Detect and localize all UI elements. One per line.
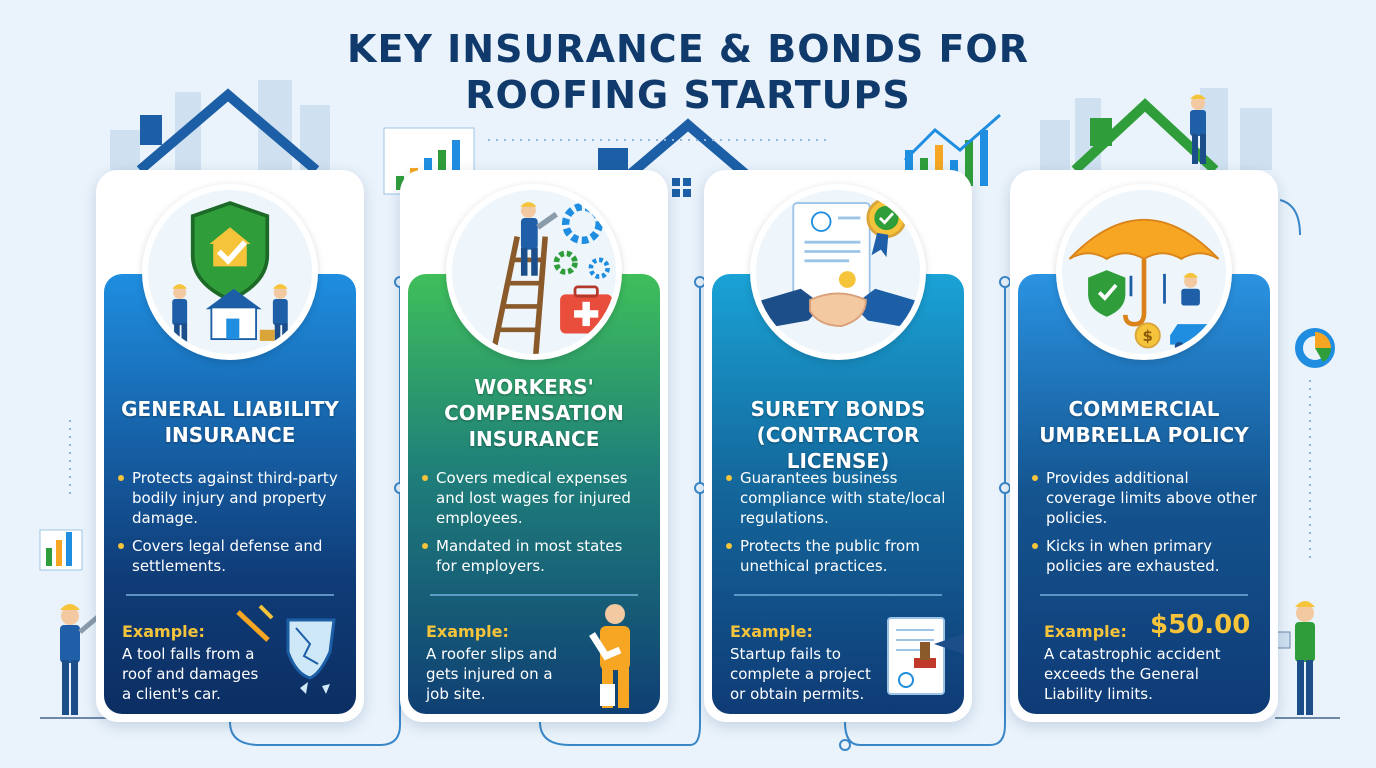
card-title: SURETY BONDS (CONTRACTOR LICENSE): [704, 396, 972, 474]
divider: [126, 594, 334, 596]
bullet-line: Covers legal defense and: [132, 537, 323, 555]
bullet-item: Covers medical expenses and lost wages f…: [422, 468, 654, 528]
page-title: KEY INSURANCE & BONDS FOR ROOFING STARTU…: [0, 26, 1376, 118]
example-line: Liability limits.: [1044, 685, 1153, 703]
example-text: Startup fails to complete a project or o…: [730, 644, 890, 704]
svg-text:$: $: [1143, 327, 1153, 345]
card-title-line-1: COMMERCIAL: [1068, 397, 1220, 421]
card-title-line-1: WORKERS': [474, 375, 594, 399]
handshake-certificate-icon: [750, 184, 926, 360]
card-title-line-2: COMPENSATION: [444, 401, 624, 425]
bullet-line: Protects the public from: [740, 537, 920, 555]
card-title-line-2: UMBRELLA POLICY: [1039, 423, 1249, 447]
card-surety-bonds: SURETY BONDS (CONTRACTOR LICENSE) Guaran…: [704, 170, 972, 722]
card-title-line-3: INSURANCE: [468, 427, 600, 451]
example-line: roof and damages: [122, 665, 259, 683]
bullet-list: Guarantees business compliance with stat…: [726, 468, 958, 584]
bullet-item: Kicks in when primary policies are exhau…: [1032, 536, 1264, 576]
title-line-1: KEY INSURANCE & BONDS FOR: [347, 27, 1029, 71]
bullet-line: unethical practices.: [740, 557, 888, 575]
card-commercial-umbrella: $ COMMERCIAL UMBRELLA POLICY Provides ad…: [1010, 170, 1278, 722]
card-title: GENERAL LIABILITY INSURANCE: [96, 396, 364, 448]
bullet-item: Provides additional coverage limits abov…: [1032, 468, 1264, 528]
divider: [734, 594, 942, 596]
example-line: A roofer slips and: [426, 645, 558, 663]
card-title-line-2: INSURANCE: [164, 423, 296, 447]
worker-ladder-icon: [446, 184, 622, 360]
card-title: COMMERCIAL UMBRELLA POLICY: [1010, 396, 1278, 448]
card-title-line-1: SURETY BONDS: [750, 397, 926, 421]
bullet-line: settlements.: [132, 557, 227, 575]
example-line: or obtain permits.: [730, 685, 865, 703]
example-label: Example:: [122, 622, 205, 641]
example-label: Example:: [730, 622, 813, 641]
title-line-2: ROOFING STARTUPS: [465, 73, 911, 117]
bullet-line: Protects against third-party: [132, 469, 338, 487]
bullet-line: regulations.: [740, 509, 829, 527]
bullet-line: damage.: [132, 509, 199, 527]
bullet-item: Guarantees business compliance with stat…: [726, 468, 958, 528]
divider: [430, 594, 638, 596]
shield-house-icon: [142, 184, 318, 360]
bullet-line: Mandated in most states: [436, 537, 623, 555]
card-title-line-2: (CONTRACTOR LICENSE): [756, 423, 920, 473]
card-general-liability: GENERAL LIABILITY INSURANCE Protects aga…: [96, 170, 364, 722]
card-title: WORKERS' COMPENSATION INSURANCE: [400, 374, 668, 452]
bullet-line: Kicks in when primary: [1046, 537, 1212, 555]
injured-worker-icon: [589, 604, 630, 708]
example-label: Example:: [1044, 622, 1127, 641]
example-line: A tool falls from a: [122, 645, 255, 663]
bullet-item: Protects against third-party bodily inju…: [118, 468, 350, 528]
example-line: Startup fails to: [730, 645, 841, 663]
bullet-line: policies.: [1046, 509, 1108, 527]
bullet-line: bodily injury and property: [132, 489, 327, 507]
bullet-item: Mandated in most states for employers.: [422, 536, 654, 576]
bullet-list: Provides additional coverage limits abov…: [1032, 468, 1264, 584]
example-line: A catastrophic accident: [1044, 645, 1221, 663]
example-text: A tool falls from a roof and damages a c…: [122, 644, 272, 704]
bullet-line: employees.: [436, 509, 523, 527]
bullet-item: Covers legal defense and settlements.: [118, 536, 350, 576]
bullet-list: Covers medical expenses and lost wages f…: [422, 468, 654, 584]
card-workers-compensation: WORKERS' COMPENSATION INSURANCE Covers m…: [400, 170, 668, 722]
example-line: gets injured on a: [426, 665, 553, 683]
bullet-item: Protects the public from unethical pract…: [726, 536, 958, 576]
example-amount: $50.00: [1150, 610, 1251, 640]
bullet-line: Provides additional: [1046, 469, 1189, 487]
card-title-line-1: GENERAL LIABILITY: [121, 397, 339, 421]
permit-stamp-icon: [887, 617, 964, 695]
bullet-line: Guarantees business: [740, 469, 898, 487]
example-label: Example:: [426, 622, 509, 641]
bullet-line: policies are exhausted.: [1046, 557, 1220, 575]
bullet-line: coverage limits above other: [1046, 489, 1257, 507]
example-line: job site.: [426, 685, 486, 703]
example-line: a client's car.: [122, 685, 221, 703]
bullet-line: Covers medical expenses: [436, 469, 628, 487]
example-line: exceeds the General: [1044, 665, 1199, 683]
example-text: A roofer slips and gets injured on a job…: [426, 644, 576, 704]
divider: [1040, 594, 1248, 596]
bullet-list: Protects against third-party bodily inju…: [118, 468, 350, 584]
umbrella-icon: $: [1056, 184, 1232, 360]
example-line: complete a project: [730, 665, 871, 683]
bullet-line: for employers.: [436, 557, 545, 575]
bullet-line: and lost wages for injured: [436, 489, 631, 507]
example-text: A catastrophic accident exceeds the Gene…: [1044, 644, 1254, 704]
bullet-line: compliance with state/local: [740, 489, 946, 507]
broken-window-icon: [236, 604, 336, 694]
